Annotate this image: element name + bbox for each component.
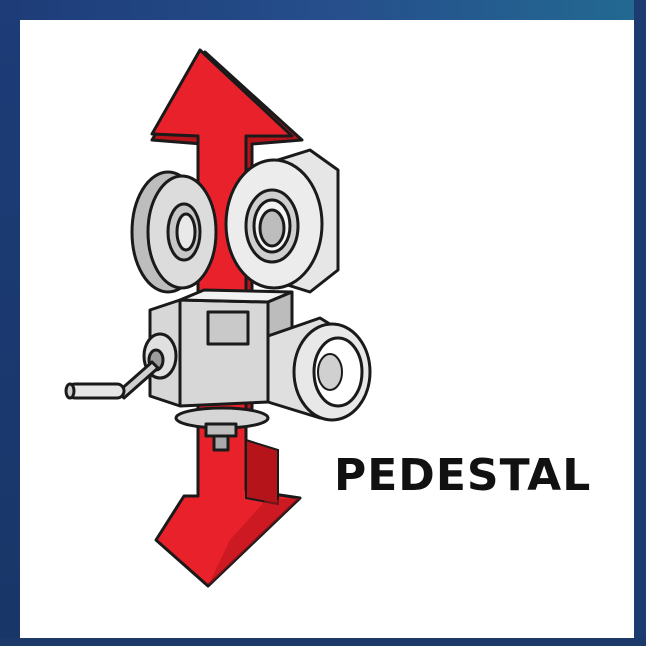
frame-top-border	[0, 0, 646, 20]
frame-left-border	[0, 0, 20, 646]
illustration-panel: PEDESTAL	[20, 20, 634, 638]
frame-bottom-border	[0, 638, 646, 646]
frame-right-border	[634, 0, 646, 646]
pedestal-caption: PEDESTAL	[334, 450, 614, 501]
pedestal-illustration	[20, 20, 634, 638]
